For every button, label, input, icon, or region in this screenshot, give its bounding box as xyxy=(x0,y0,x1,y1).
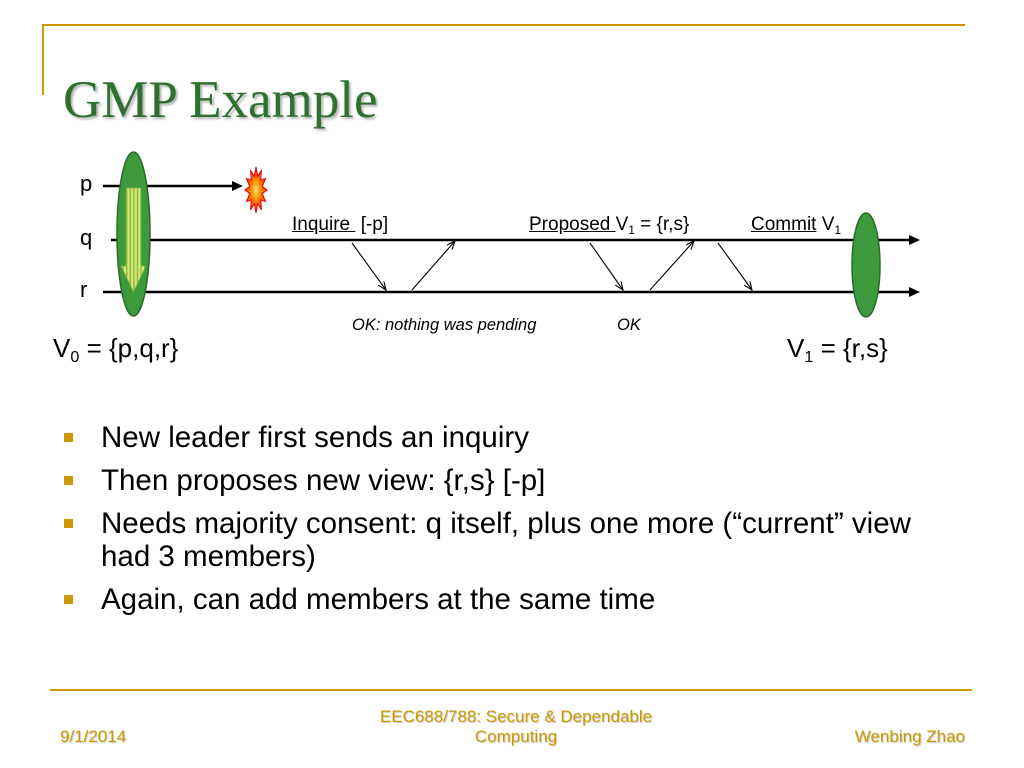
bullet-text: Then proposes new view: {r,s} [-p] xyxy=(101,464,546,497)
inquire-label: Inquire [-p] xyxy=(292,215,388,234)
proposed-view-value: = {r,s} xyxy=(640,214,690,235)
explosion-icon xyxy=(244,166,268,214)
footer-author: Wenbing Zhao xyxy=(854,727,965,746)
ok-reply-label-1: OK: nothing was pending xyxy=(352,316,537,334)
old-view-subscript: 0 xyxy=(70,348,80,367)
bullet-item: Then proposes new view: {r,s} [-p] xyxy=(64,464,936,497)
view-change-arrow-icon xyxy=(120,187,147,293)
bullet-item: New leader first sends an inquiry xyxy=(64,421,936,454)
bullet-text: New leader first sends an inquiry xyxy=(101,421,529,454)
process-label-q: q xyxy=(80,225,93,250)
inquire-message-arrow xyxy=(351,242,386,290)
bullet-item: Needs majority consent: q itself, plus o… xyxy=(64,507,936,573)
top-rule xyxy=(42,24,965,26)
proposal-reply-arrow xyxy=(649,241,694,291)
slide-title: GMP Example xyxy=(63,71,378,129)
old-view-label: V0 = {p,q,r} xyxy=(53,333,179,365)
old-view-members: = {p,q,r} xyxy=(86,333,179,363)
square-bullet-icon xyxy=(64,433,73,442)
footer-rule xyxy=(50,689,972,691)
bullet-list: New leader first sends an inquiry Then p… xyxy=(64,421,936,626)
footer-date: 9/1/2014 xyxy=(60,727,127,746)
square-bullet-icon xyxy=(64,519,73,528)
proposed-view-symbol: V xyxy=(615,214,629,235)
proposed-view-subscript: 1 xyxy=(628,223,635,237)
ok-reply-label-2: OK xyxy=(617,316,641,334)
inquire-excluded-member: [-p] xyxy=(360,214,389,235)
inquire-reply-arrow xyxy=(411,241,455,291)
bullet-text: Again, can add members at the same time xyxy=(101,583,656,616)
bullet-text: Needs majority consent: q itself, plus o… xyxy=(101,507,911,573)
commit-view-subscript: 1 xyxy=(834,223,841,237)
new-view-subscript: 1 xyxy=(804,348,814,367)
left-rule xyxy=(42,24,44,95)
commit-message-arrow xyxy=(717,242,752,290)
bullet-item: Again, can add members at the same time xyxy=(64,583,936,616)
new-view-ellipse xyxy=(851,212,881,318)
proposed-action: Proposed xyxy=(529,214,611,235)
commit-action: Commit xyxy=(751,214,817,235)
square-bullet-icon xyxy=(64,595,73,604)
new-view-label: V1 = {r,s} xyxy=(787,333,888,365)
new-view-symbol: V xyxy=(787,333,805,363)
commit-view-symbol: V xyxy=(821,214,835,235)
footer-course-title: EEC688/788: Secure & Dependable Computin… xyxy=(379,707,653,746)
new-view-members: = {r,s} xyxy=(820,333,888,363)
inquire-action: Inquire xyxy=(292,214,351,235)
square-bullet-icon xyxy=(64,476,73,485)
process-label-p: p xyxy=(80,171,93,196)
process-label-r: r xyxy=(80,277,88,302)
proposal-message-arrow xyxy=(589,242,623,290)
old-view-symbol: V xyxy=(53,333,71,363)
